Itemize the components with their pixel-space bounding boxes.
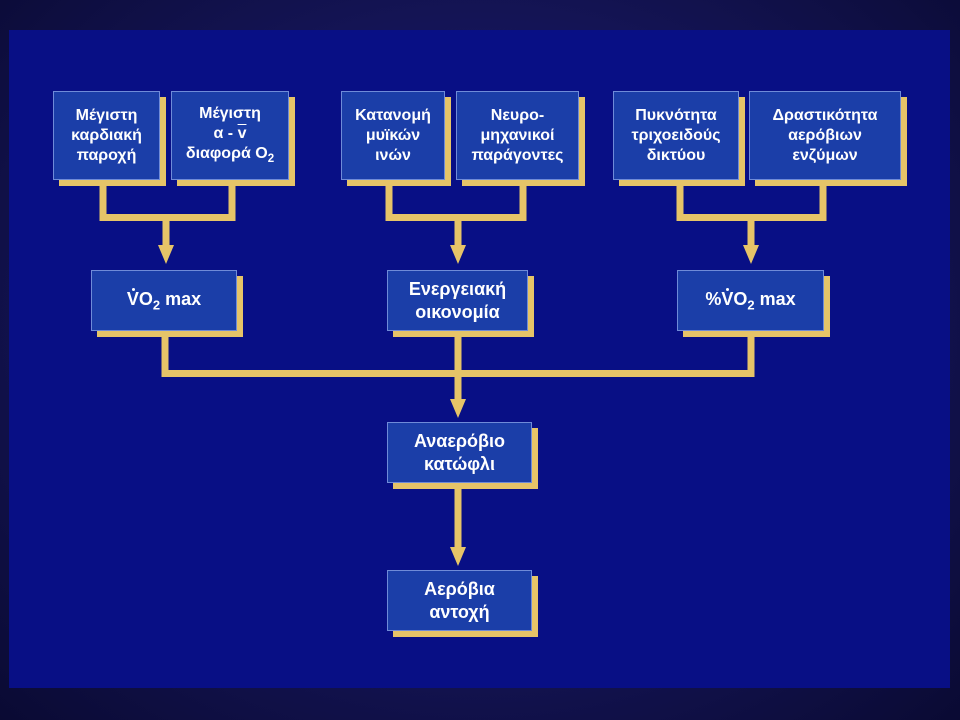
arrow-head bbox=[450, 399, 466, 418]
box-line: τριχοειδούς bbox=[631, 126, 721, 144]
box-line: Δραστικότητα bbox=[772, 106, 878, 124]
v-dot-symbol: V bbox=[721, 287, 734, 309]
box-line: μυϊκών bbox=[365, 126, 421, 144]
box-line: αερόβιων bbox=[788, 126, 862, 144]
box-energy-economy: Ενεργειακή οικονομία bbox=[387, 270, 528, 331]
arrow-head bbox=[450, 245, 466, 264]
pct-vo2max-label: %VO2 max bbox=[705, 287, 796, 314]
box-line: Κατανομή bbox=[355, 106, 431, 124]
arrow-head bbox=[450, 547, 466, 566]
subscript-2: 2 bbox=[152, 297, 161, 313]
vo2max-label: VO2 max bbox=[126, 287, 202, 314]
box-line: ινών bbox=[375, 146, 411, 164]
box-line: καρδιακή bbox=[71, 126, 142, 144]
box-neuromechanical-factors: Νευρο- μηχανικοί παράγοντες bbox=[456, 91, 579, 180]
box-line: Μέγιστη bbox=[199, 105, 261, 123]
box-line: κατώφλι bbox=[424, 453, 495, 474]
box-aerobic-enzyme-activity: Δραστικότητα αερόβιων ενζύμων bbox=[749, 91, 901, 180]
difference-text: διαφορά O bbox=[185, 145, 268, 163]
percent-symbol: % bbox=[705, 288, 722, 309]
v-bar-symbol: v bbox=[237, 125, 247, 143]
box-line: ενζύμων bbox=[792, 146, 858, 164]
o-symbol: O bbox=[733, 288, 748, 309]
box-line: διαφορά O2 bbox=[186, 144, 274, 166]
box-capillary-density: Πυκνότητα τριχοειδούς δικτύου bbox=[613, 91, 739, 180]
box-pct-vo2max: %VO2 max bbox=[677, 270, 824, 331]
max-text: max bbox=[160, 288, 202, 309]
av-prefix: α - bbox=[213, 125, 238, 143]
subscript-2: 2 bbox=[267, 153, 275, 166]
v-dot-symbol: V bbox=[126, 287, 139, 309]
box-line: Πυκνότητα bbox=[635, 106, 717, 124]
box-aerobic-endurance: Αερόβια αντοχή bbox=[387, 570, 532, 631]
box-line: Ενεργειακή bbox=[408, 279, 507, 299]
box-line: Αερόβια bbox=[424, 579, 495, 599]
arrow-head bbox=[743, 245, 759, 264]
box-max-av-o2-difference: Μέγιστη α - v διαφορά O2 bbox=[171, 91, 289, 180]
box-line: μηχανικοί bbox=[480, 126, 555, 144]
box-line: Μέγιστη bbox=[75, 106, 138, 124]
subscript-2: 2 bbox=[747, 297, 755, 313]
box-line: Νευρο- bbox=[490, 106, 545, 124]
box-vo2max: VO2 max bbox=[91, 270, 237, 331]
o-symbol: O bbox=[138, 288, 153, 309]
box-line: δικτύου bbox=[646, 146, 706, 164]
box-muscle-fiber-distribution: Κατανομή μυϊκών ινών bbox=[341, 91, 445, 180]
box-anaerobic-threshold: Αναερόβιο κατώφλι bbox=[387, 422, 532, 483]
box-line: οικονομία bbox=[415, 301, 500, 322]
box-line: αντοχή bbox=[429, 601, 490, 622]
box-line: παράγοντες bbox=[471, 146, 564, 164]
box-line: Αναερόβιο bbox=[413, 431, 506, 451]
max-text: max bbox=[754, 288, 796, 309]
arrow-head bbox=[158, 245, 174, 264]
box-line: α - v bbox=[186, 124, 274, 144]
box-line: παροχή bbox=[76, 146, 137, 164]
box-max-cardiac-output: Μέγιστη καρδιακή παροχή bbox=[53, 91, 160, 180]
